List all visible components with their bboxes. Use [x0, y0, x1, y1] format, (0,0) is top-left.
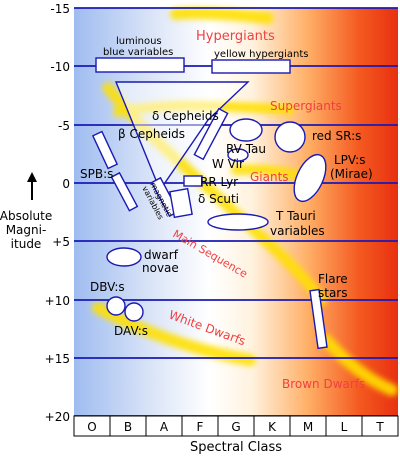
x-axis-title: Spectral Class — [190, 440, 282, 455]
label-delta-scuti: δ Scuti — [198, 192, 239, 206]
dav-circle — [124, 302, 144, 322]
x-tick: B — [124, 420, 132, 434]
y-tick: +10 — [45, 294, 70, 308]
delta-cepheid-box — [193, 107, 229, 161]
label-flare-line2: stars — [318, 286, 348, 300]
label-delta-cepheids: δ Cepheids — [152, 109, 219, 123]
y-tick: -15 — [50, 2, 70, 16]
label-giants: Giants — [250, 170, 289, 184]
label-rv-tau: RV Tau — [226, 142, 266, 156]
variable-regions — [91, 57, 328, 350]
y-axis-ticks: -15 -10 -5 0 +5 +10 +15 +20 — [45, 2, 70, 424]
label-yellow-hypergiants: yellow hypergiants — [214, 49, 309, 60]
label-hypergiants: Hypergiants — [196, 29, 275, 44]
instability-strip — [114, 81, 250, 192]
y-tick: -10 — [50, 60, 70, 74]
y-tick: +20 — [45, 410, 70, 424]
w-vir-ellipse — [227, 148, 249, 162]
x-tick: K — [268, 420, 277, 434]
flare-star-box — [309, 288, 328, 350]
label-lbv-line1: luminous — [116, 36, 162, 47]
red-sr-circle — [274, 121, 306, 153]
label-spb: SPB:s — [80, 167, 113, 181]
up-arrow-head-icon — [27, 172, 37, 182]
x-axis-box — [73, 415, 399, 437]
dwarf-novae-ellipse — [106, 247, 142, 267]
x-tick: G — [231, 420, 240, 434]
y-tick: 0 — [62, 177, 70, 191]
x-tick: O — [87, 420, 96, 434]
y-axis-title: Absolute Magni- itude — [0, 172, 52, 251]
y-label-line3: itude — [11, 237, 42, 251]
label-beta-cepheids: β Cepheids — [118, 127, 185, 141]
x-tick: T — [375, 420, 384, 434]
dbv-circle — [106, 296, 126, 316]
brown-dwarf-band — [320, 334, 398, 396]
x-axis: O B A F G K M L T Spectral Class — [73, 415, 399, 455]
hypergiant-band — [170, 7, 274, 24]
label-flare-line1: Flare — [318, 272, 348, 286]
label-dwarf-novae-line1: dwarf — [144, 248, 179, 262]
x-tick: L — [341, 420, 348, 434]
label-dwarf-novae-line2: novae — [142, 261, 179, 275]
spb-box — [110, 171, 139, 212]
white-dwarf-band — [92, 302, 256, 366]
label-red-sr: red SR:s — [312, 129, 361, 143]
label-t-tauri-line1: T Tauri — [275, 209, 316, 223]
rr-lyr-box — [183, 175, 203, 187]
y-tick: +5 — [52, 235, 70, 249]
rv-tau-ellipse — [229, 118, 263, 142]
label-lbv-line2: blue variables — [103, 47, 173, 58]
label-supergiants: Supergiants — [270, 99, 342, 113]
y-tick: -5 — [58, 119, 70, 133]
x-tick: M — [303, 420, 313, 434]
yellow-hypergiant-box — [211, 59, 291, 74]
label-lpv-line2: (Mirae) — [330, 167, 373, 181]
label-w-vir: W Vir — [212, 157, 244, 171]
label-dav: DAV:s — [114, 324, 148, 338]
label-t-tauri-line2: variables — [270, 224, 325, 238]
label-dbv: DBV:s — [90, 280, 125, 294]
t-tauri-ellipse — [207, 213, 269, 231]
x-tick: A — [160, 420, 169, 434]
y-label-line2: Magni- — [6, 223, 47, 237]
lbv-box — [95, 57, 185, 73]
y-tick: +15 — [45, 352, 70, 366]
delta-scuti-box — [169, 187, 193, 219]
label-rr-lyr: RR Lyr — [200, 175, 238, 189]
x-tick: F — [197, 420, 204, 434]
y-label-line1: Absolute — [0, 209, 52, 223]
lpv-ellipse — [293, 153, 327, 203]
beta-cepheid-box — [91, 130, 119, 170]
label-lpv-line1: LPV:s — [334, 153, 365, 167]
label-brown-dwarfs: Brown Dwarfs — [282, 377, 365, 391]
